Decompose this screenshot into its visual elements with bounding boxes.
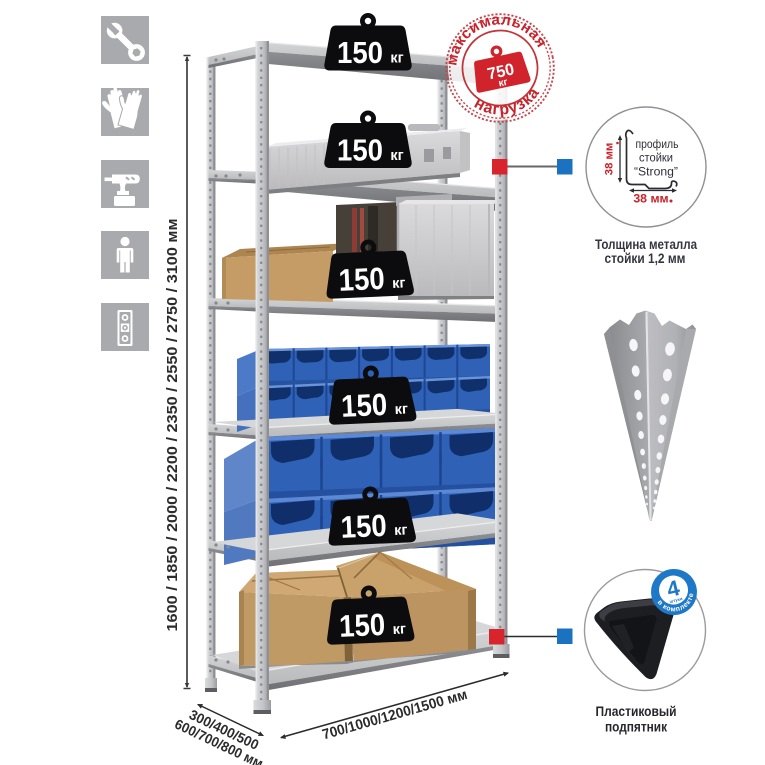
svg-text:кг: кг	[394, 522, 408, 539]
svg-text:Толщина металла: Толщина металла	[595, 237, 697, 252]
svg-text:Пластиковый: Пластиковый	[596, 704, 677, 720]
svg-text:подпятник: подпятник	[605, 720, 668, 736]
svg-text:кг: кг	[394, 401, 408, 418]
svg-text:750: 750	[486, 60, 516, 83]
svg-text:кг: кг	[392, 275, 406, 292]
svg-text:“Strong”: “Strong”	[634, 165, 678, 179]
svg-text:штуки: штуки	[669, 596, 683, 604]
svg-text:профиль: профиль	[636, 137, 679, 151]
svg-text:150: 150	[340, 508, 387, 545]
svg-text:кг: кг	[498, 77, 509, 90]
svg-text:150: 150	[338, 607, 385, 644]
svg-text:стойки: стойки	[639, 151, 673, 165]
svg-text:1600 / 1850 / 2000 / 2200 / 23: 1600 / 1850 / 2000 / 2200 / 2350 / 2550 …	[164, 219, 181, 632]
svg-text:кг: кг	[390, 51, 403, 67]
svg-text:38 мм: 38 мм	[633, 192, 668, 206]
svg-text:38 мм: 38 мм	[604, 143, 616, 175]
svg-text:150: 150	[338, 261, 385, 298]
svg-text:кг: кг	[392, 621, 406, 638]
svg-text:150: 150	[337, 35, 383, 70]
svg-text:150: 150	[337, 133, 383, 168]
svg-text:кг: кг	[390, 148, 403, 164]
svg-text:стойки 1,2 мм: стойки 1,2 мм	[605, 251, 686, 266]
svg-text:150: 150	[340, 387, 387, 424]
